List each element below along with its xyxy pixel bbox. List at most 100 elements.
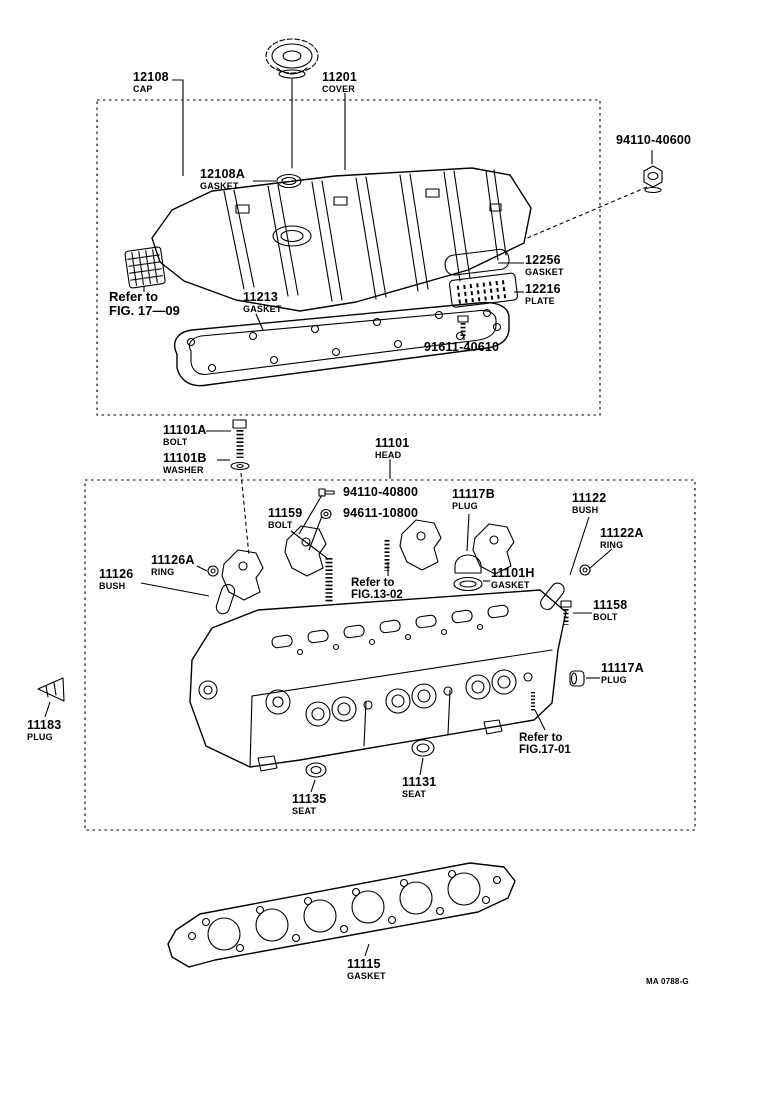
part-name: RING — [600, 539, 624, 550]
part-name: GASKET — [491, 579, 530, 590]
part-number: 11201 — [322, 70, 358, 84]
part-number: 11117A — [601, 661, 644, 675]
part-number: 11122 — [572, 491, 607, 505]
dashed-frame-top — [96, 99, 601, 416]
label-91611-40610: 91611-40610 — [424, 340, 500, 355]
cover-nut-drawing — [643, 165, 663, 194]
part-name: HEAD — [375, 449, 402, 460]
label-11122A: 11122A RING — [600, 526, 644, 550]
part-name: SEAT — [292, 805, 317, 816]
part-name: BOLT — [268, 519, 293, 530]
label-94611-10800: 94611-10800 — [343, 506, 419, 521]
label-11201: 11201 COVER — [322, 70, 358, 94]
label-11213: 11213 GASKET — [243, 290, 282, 314]
part-number: 11183 — [27, 718, 62, 732]
label-refer-fig-17-01: Refer to FIG.17-01 — [519, 732, 571, 757]
label-11122: 11122 BUSH — [572, 491, 607, 515]
part-name: BUSH — [99, 580, 126, 591]
cup-plug-drawing — [569, 670, 585, 687]
part-name: BUSH — [572, 504, 599, 515]
part-name: GASKET — [525, 266, 564, 277]
part-name: CAP — [133, 83, 153, 94]
part-name: PLUG — [27, 731, 53, 742]
label-11117A: 11117A PLUG — [601, 661, 644, 685]
breather-grid-drawing — [124, 246, 166, 289]
part-name: GASKET — [347, 970, 386, 981]
head-gasket-drawing — [167, 862, 516, 968]
part-number: 11101A — [163, 423, 207, 437]
label-11101H: 11101H GASKET — [491, 566, 535, 590]
part-number: 11101B — [163, 451, 207, 465]
part-number: 11101H — [491, 566, 535, 580]
part-name: BOLT — [163, 436, 188, 447]
ref-text: Refer to — [109, 289, 159, 304]
part-number: 94110-40800 — [343, 485, 419, 499]
part-name: RING — [151, 566, 175, 577]
part-name: SEAT — [402, 788, 427, 799]
part-number: 11131 — [402, 775, 437, 789]
part-number: 12108A — [200, 167, 245, 181]
label-12108: 12108 CAP — [133, 70, 169, 94]
leader-lines — [44, 79, 653, 957]
baffle-plate-drawing — [444, 248, 519, 308]
part-number: 11115 — [347, 957, 381, 971]
label-12256: 12256 GASKET — [525, 253, 564, 277]
valve-cover-drawing — [151, 167, 532, 312]
label-11117B: 11117B PLUG — [452, 487, 495, 511]
part-name: PLUG — [452, 500, 478, 511]
part-number: 11122A — [600, 526, 644, 540]
part-name: GASKET — [243, 303, 282, 314]
label-11158: 11158 BOLT — [593, 598, 628, 622]
bush-ring-drawings — [207, 564, 591, 615]
label-94110-40600: 94110-40600 — [616, 133, 692, 148]
label-11126A: 11126A RING — [151, 553, 195, 577]
semicircular-plug-drawing — [453, 554, 483, 592]
part-name: GASKET — [200, 180, 239, 191]
ref-text: Refer to — [519, 732, 563, 744]
label-refer-fig-17-09: Refer to FIG. 17—09 — [109, 289, 180, 319]
ref-text: FIG. 17—09 — [109, 303, 180, 319]
label-11101A: 11101A BOLT — [163, 423, 207, 447]
part-name: PLUG — [601, 674, 627, 685]
part-number: 11126 — [99, 567, 134, 581]
part-name: COVER — [322, 83, 356, 94]
valve-seat-drawings — [305, 739, 435, 778]
label-11131: 11131 SEAT — [402, 775, 437, 799]
part-number: 91611-40610 — [424, 340, 500, 354]
part-number: 94110-40600 — [616, 133, 692, 147]
part-number: 11101 — [375, 436, 410, 450]
head-bolt-drawing — [230, 419, 250, 471]
part-name: PLATE — [525, 295, 555, 306]
part-number: 11158 — [593, 598, 628, 612]
part-number: 12216 — [525, 282, 561, 296]
oil-filler-cap-drawing — [265, 38, 319, 169]
legend-plug-icon — [320, 508, 332, 520]
part-number: 11135 — [292, 792, 327, 806]
ref-text: Refer to — [351, 577, 395, 589]
part-number: 11126A — [151, 553, 195, 567]
cylinder-head-drawing — [189, 589, 567, 772]
label-11126: 11126 BUSH — [99, 567, 134, 591]
label-94110-40800: 94110-40800 — [343, 485, 419, 500]
part-number: 94611-10800 — [343, 506, 419, 520]
page-code: MA 0788-G — [646, 977, 689, 986]
label-12108A: 12108A GASKET — [200, 167, 245, 191]
ref-text: FIG.17-01 — [519, 744, 571, 757]
label-refer-fig-13-02: Refer to FIG.13-02 — [351, 577, 403, 602]
part-number: 12256 — [525, 253, 561, 267]
cover-gasket-drawing — [174, 301, 510, 387]
part-number: 11213 — [243, 290, 279, 304]
label-11159: 11159 BOLT — [268, 506, 302, 530]
label-11115: 11115 GASKET — [347, 957, 386, 981]
part-name: BOLT — [593, 611, 618, 622]
label-11183: 11183 PLUG — [27, 718, 62, 742]
label-12216: 12216 PLATE — [525, 282, 561, 306]
stud-drawings — [325, 540, 572, 712]
label-11101B: 11101B WASHER — [163, 451, 207, 475]
part-number: 12108 — [133, 70, 169, 84]
ref-text: FIG.13-02 — [351, 589, 403, 602]
label-11135: 11135 SEAT — [292, 792, 327, 816]
part-name: WASHER — [163, 464, 204, 475]
